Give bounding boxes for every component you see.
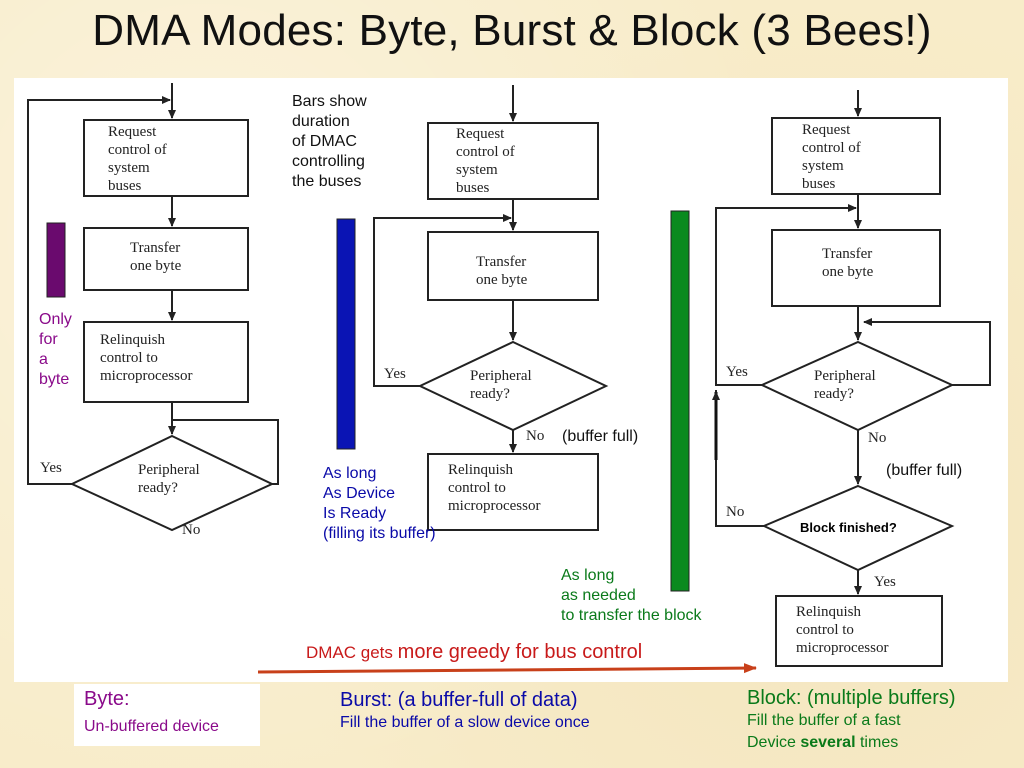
block-request-box xyxy=(771,117,941,195)
block-mode-title: Block: (multiple buffers) xyxy=(747,687,956,709)
block-no-label: No xyxy=(868,430,886,446)
block-duration-bar xyxy=(670,210,690,592)
only-for-byte-note: Only for a byte xyxy=(39,311,72,388)
bars-show-note: Bars show duration of DMAC controlling t… xyxy=(292,93,367,190)
burst-request-box xyxy=(427,122,599,200)
block-transfer-box xyxy=(771,229,941,307)
block-finished-text: Block finished? xyxy=(800,520,897,535)
burst-yes-label: Yes xyxy=(384,366,406,382)
byte-mode-box: Byte: Un-buffered device xyxy=(74,684,260,746)
buffer-full-note-2: (buffer full) xyxy=(886,462,963,479)
byte-relinquish-box xyxy=(83,321,249,403)
dmac-gets-text: DMAC gets xyxy=(306,643,393,662)
byte-request-box xyxy=(83,119,249,197)
burst-mode-desc: Fill the buffer of a slow device once xyxy=(340,714,590,731)
byte-peripheral-decision xyxy=(69,434,275,532)
byte-duration-bar xyxy=(46,222,66,298)
block-desc-times: times xyxy=(859,734,899,751)
buffer-full-note-1: (buffer full) xyxy=(562,428,639,445)
block-peripheral-decision xyxy=(759,340,955,432)
more-greedy-text: more greedy for bus control xyxy=(397,641,643,663)
burst-no-label: No xyxy=(526,428,544,444)
as-long-device-note: As long As Device Is Ready (filling its … xyxy=(323,465,436,542)
burst-duration-bar xyxy=(336,218,356,450)
as-long-needed-note: As long as needed to transfer the block xyxy=(561,567,702,624)
byte-yes-label: Yes xyxy=(40,460,62,476)
slide-title: DMA Modes: Byte, Burst & Block (3 Bees!) xyxy=(92,6,932,55)
block-no2-label: No xyxy=(726,504,744,520)
burst-peripheral-decision xyxy=(417,340,609,432)
block-desc-device: Device xyxy=(747,734,796,751)
burst-mode-title: Burst: (a buffer-full of data) xyxy=(340,689,578,711)
greed-arrow xyxy=(257,663,757,674)
block-mode-desc-1: Fill the buffer of a fast xyxy=(747,712,901,729)
block-mode-desc-2: Device several times xyxy=(747,732,956,754)
block-desc-several: several xyxy=(800,734,856,751)
block-yes2-label: Yes xyxy=(874,574,896,590)
block-yes-label: Yes xyxy=(726,364,748,380)
block-relinquish-box xyxy=(775,595,943,667)
greed-caption: DMAC gets more greedy for bus control xyxy=(306,640,642,665)
burst-mode-box: Burst: (a buffer-full of data) Fill the … xyxy=(340,688,590,734)
burst-relinquish-box xyxy=(427,453,599,531)
byte-mode-desc: Un-buffered device xyxy=(84,718,219,735)
byte-transfer-box xyxy=(83,227,249,291)
block-mode-box: Block: (multiple buffers) Fill the buffe… xyxy=(747,686,956,754)
byte-no-label: No xyxy=(182,522,200,538)
byte-mode-title: Byte: xyxy=(84,688,130,710)
